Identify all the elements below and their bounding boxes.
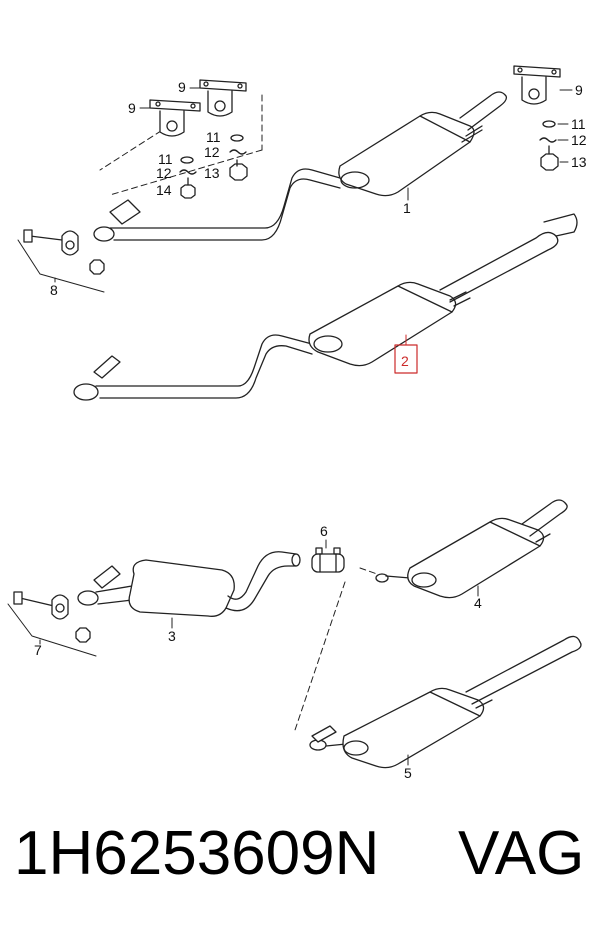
bolt-14-left	[180, 177, 196, 199]
callout-12-c: 12	[571, 132, 587, 148]
nut-13-right	[540, 145, 559, 171]
exhaust-pipe-assembly-1	[93, 91, 508, 242]
brand-name: VAG	[458, 819, 585, 888]
callout-8: 8	[50, 282, 58, 298]
callout-14: 14	[156, 182, 172, 198]
lockwasher-12-left-a	[229, 149, 247, 155]
callout-5: 5	[404, 765, 412, 781]
callout-9-a: 9	[178, 79, 186, 95]
lockwasher-12-right	[539, 137, 557, 143]
clamp-set-8	[17, 229, 105, 293]
hanger-bracket-right	[513, 65, 561, 105]
nut-13-left	[229, 159, 248, 181]
clamp-set-7	[7, 591, 97, 657]
callout-12-b: 12	[156, 165, 172, 181]
callout-11-a: 11	[206, 129, 221, 145]
lockwasher-12-left-b	[179, 169, 197, 175]
exhaust-parts-diagram: 9 9 11 12 13 11 12 14 9 11 12 13	[7, 65, 587, 781]
callout-11-b: 11	[158, 151, 173, 167]
hanger-bracket-left-b	[199, 79, 247, 117]
washer-11-right	[542, 120, 556, 128]
callout-3: 3	[168, 628, 176, 644]
pipe-clamp-6	[311, 547, 345, 573]
callout-7: 7	[34, 642, 42, 658]
bottom-dashed-leaders	[294, 567, 381, 731]
washer-11-left-b	[180, 156, 194, 164]
callout-2: 2	[401, 353, 409, 369]
callout-13-a: 13	[204, 165, 220, 181]
callout-9-c: 9	[575, 82, 583, 98]
highlight-box-part-2	[394, 334, 418, 374]
callout-1: 1	[403, 200, 411, 216]
callout-9-b: 9	[128, 100, 136, 116]
washer-11-left-a	[230, 134, 244, 142]
callout-13-b: 13	[571, 154, 587, 170]
callout-11-c: 11	[571, 116, 586, 132]
center-muffler-3	[77, 551, 301, 617]
callout-6: 6	[320, 523, 328, 539]
hanger-bracket-left-a	[149, 99, 201, 137]
rear-muffler-4	[375, 499, 568, 599]
callout-4: 4	[474, 595, 482, 611]
callout-12-a: 12	[204, 144, 220, 160]
exhaust-pipe-assembly-2	[73, 213, 578, 401]
rear-muffler-5	[309, 635, 582, 769]
part-number: 1H6253609N	[14, 819, 380, 888]
